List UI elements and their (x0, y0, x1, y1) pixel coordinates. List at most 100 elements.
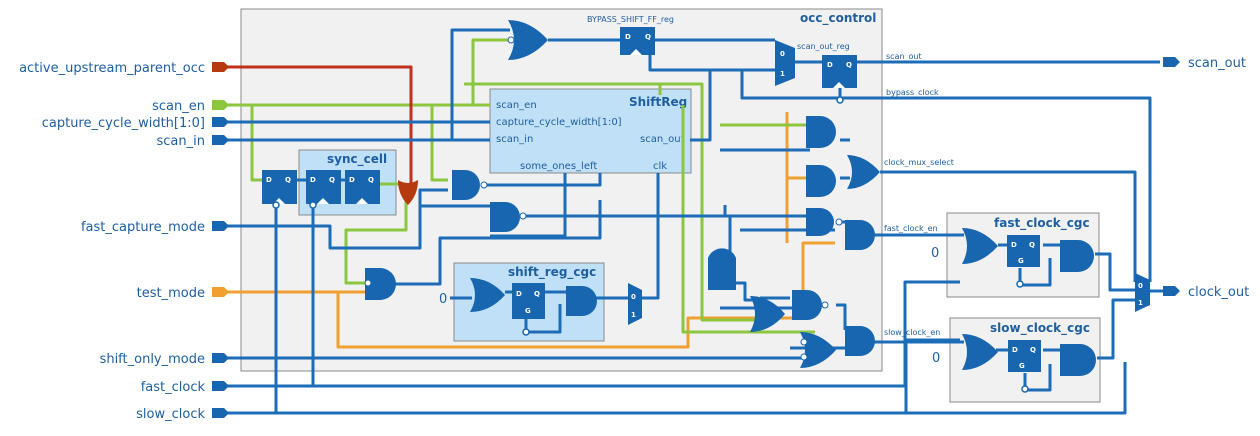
svg-text:1: 1 (631, 311, 636, 319)
svg-text:D: D (1011, 241, 1017, 249)
and-gate-c[interactable] (806, 208, 843, 236)
svg-text:1: 1 (1138, 299, 1143, 307)
sync-ff-0[interactable]: D Q (262, 170, 297, 204)
svg-text:Q: Q (285, 176, 291, 184)
clock-out-mux[interactable]: 0 1 (1135, 273, 1150, 312)
and-gate-fast-cgc[interactable] (1060, 240, 1094, 272)
and-gate-d[interactable] (792, 290, 829, 320)
and-gate-fast-en[interactable] (845, 220, 875, 250)
or-gate-bypass[interactable] (507, 20, 548, 60)
blue-nets (222, 28, 1165, 415)
port-active-upstream-parent-occ[interactable] (212, 62, 229, 72)
and-gate-b[interactable] (806, 165, 836, 197)
and-gate-shift-cgc[interactable] (566, 286, 597, 316)
and-gate-mid[interactable] (708, 248, 736, 290)
port-fast-clock[interactable] (212, 381, 229, 391)
shiftreg-pin-capture-width: capture_cycle_width[1:0] (496, 117, 622, 128)
bypass-shift-ff-label: BYPASS_SHIFT_FF_reg (587, 15, 674, 24)
shiftreg-pin-some-ones-left: some_ones_left (520, 161, 597, 172)
svg-text:G: G (1019, 362, 1025, 370)
shift-reg-cgc-title: shift_reg_cgc (508, 265, 596, 280)
label-scan-in: scan_in (157, 134, 205, 149)
svg-text:0: 0 (1138, 282, 1143, 290)
label-active-upstream-parent-occ: active_upstream_parent_occ (19, 61, 205, 76)
const-zero-fast-cgc: 0 (931, 246, 939, 261)
nand-gate-2[interactable] (490, 202, 527, 232)
and-gate-slow-en[interactable] (845, 326, 875, 356)
input-ports (212, 62, 229, 418)
scan-out-reg-ff[interactable]: D Q (822, 55, 857, 88)
svg-text:D: D (516, 290, 522, 298)
slow-clock-cgc-latch[interactable]: D Q G (1008, 340, 1041, 372)
const-zero-slow-cgc: 0 (932, 351, 940, 366)
const-zero-shift-cgc: 0 (439, 292, 447, 307)
scan-out-mux[interactable]: 0 1 (775, 40, 795, 86)
fast-clock-cgc-latch[interactable]: D Q G (1007, 235, 1040, 267)
svg-text:D: D (266, 176, 272, 184)
label-capture-cycle-width: capture_cycle_width[1:0] (42, 116, 205, 131)
port-scan-en[interactable] (212, 100, 229, 110)
svg-text:Q: Q (329, 176, 335, 184)
port-fast-capture-mode[interactable] (212, 221, 229, 231)
net-label-bypass-clock: bypass_clock (886, 88, 939, 97)
and-gate-a[interactable] (806, 116, 836, 148)
net-labels: scan_out bypass_clock clock_mux_select f… (884, 52, 954, 337)
port-test-mode[interactable] (212, 287, 229, 297)
scan-en-net (222, 38, 815, 334)
and-gate-slow-cgc[interactable] (1060, 344, 1096, 376)
svg-text:G: G (1018, 257, 1024, 265)
scan-out-reg-label: scan_out_reg (797, 42, 850, 51)
label-slow-clock: slow_clock (136, 407, 205, 422)
or-gate-shift-cgc[interactable] (470, 278, 505, 312)
svg-text:Q: Q (846, 61, 852, 69)
svg-text:D: D (625, 33, 631, 41)
port-labels: active_upstream_parent_occ scan_en captu… (19, 56, 1249, 422)
or-gate-slow-cgc[interactable] (962, 334, 998, 370)
svg-text:D: D (827, 61, 833, 69)
svg-text:0: 0 (631, 293, 636, 301)
label-test-mode: test_mode (137, 286, 205, 301)
svg-text:0: 0 (780, 50, 785, 58)
svg-text:D: D (349, 176, 355, 184)
port-clock-out[interactable] (1163, 286, 1180, 296)
port-slow-clock[interactable] (212, 408, 229, 418)
port-shift-only-mode[interactable] (212, 353, 229, 363)
or-gate-clock-mux-select[interactable] (847, 155, 880, 189)
and-gate-test[interactable] (364, 268, 396, 300)
fast-clock-cgc-title: fast_clock_cgc (994, 216, 1090, 231)
shift-reg-cgc-mux[interactable]: 0 1 (628, 283, 642, 325)
shiftreg-pin-scan-en: scan_en (496, 100, 537, 111)
shiftreg-title: ShiftReg (629, 95, 687, 109)
svg-text:Q: Q (1029, 241, 1035, 249)
shiftreg-box (489, 88, 692, 174)
sync-ff-1[interactable]: D Q (306, 170, 341, 204)
label-scan-en: scan_en (152, 99, 205, 114)
svg-text:1: 1 (780, 70, 785, 78)
slow-clock-cgc-title: slow_clock_cgc (990, 321, 1090, 336)
svg-text:D: D (310, 176, 316, 184)
port-scan-out[interactable] (1163, 57, 1180, 67)
svg-text:D: D (1012, 346, 1018, 354)
or-gate-slow-path[interactable] (750, 296, 785, 332)
svg-text:Q: Q (1030, 346, 1036, 354)
junction-dots (272, 96, 1029, 393)
port-scan-in[interactable] (212, 135, 229, 145)
sync-ff-2[interactable]: D Q (345, 170, 380, 204)
or-gate-fast-cgc[interactable] (962, 228, 998, 264)
occ-control-title: occ_control (800, 11, 876, 26)
shiftreg-pin-clk: clk (653, 161, 667, 172)
net-label-scan-out: scan_out (886, 52, 922, 61)
bypass-shift-ff[interactable]: D Q (620, 27, 655, 55)
svg-text:Q: Q (368, 176, 374, 184)
or-gate-slow-sel[interactable] (800, 332, 836, 368)
svg-text:Q: Q (534, 290, 540, 298)
net-label-clock-mux-select: clock_mux_select (884, 158, 954, 167)
svg-text:G: G (525, 307, 531, 315)
label-fast-capture-mode: fast_capture_mode (81, 220, 205, 235)
or-gate-sync-out[interactable] (398, 180, 418, 205)
nand-gate-1[interactable] (452, 170, 488, 200)
shift-reg-cgc-latch[interactable]: D Q G (512, 283, 545, 319)
port-capture-cycle-width[interactable] (212, 117, 229, 127)
test-mode-net (222, 112, 835, 349)
